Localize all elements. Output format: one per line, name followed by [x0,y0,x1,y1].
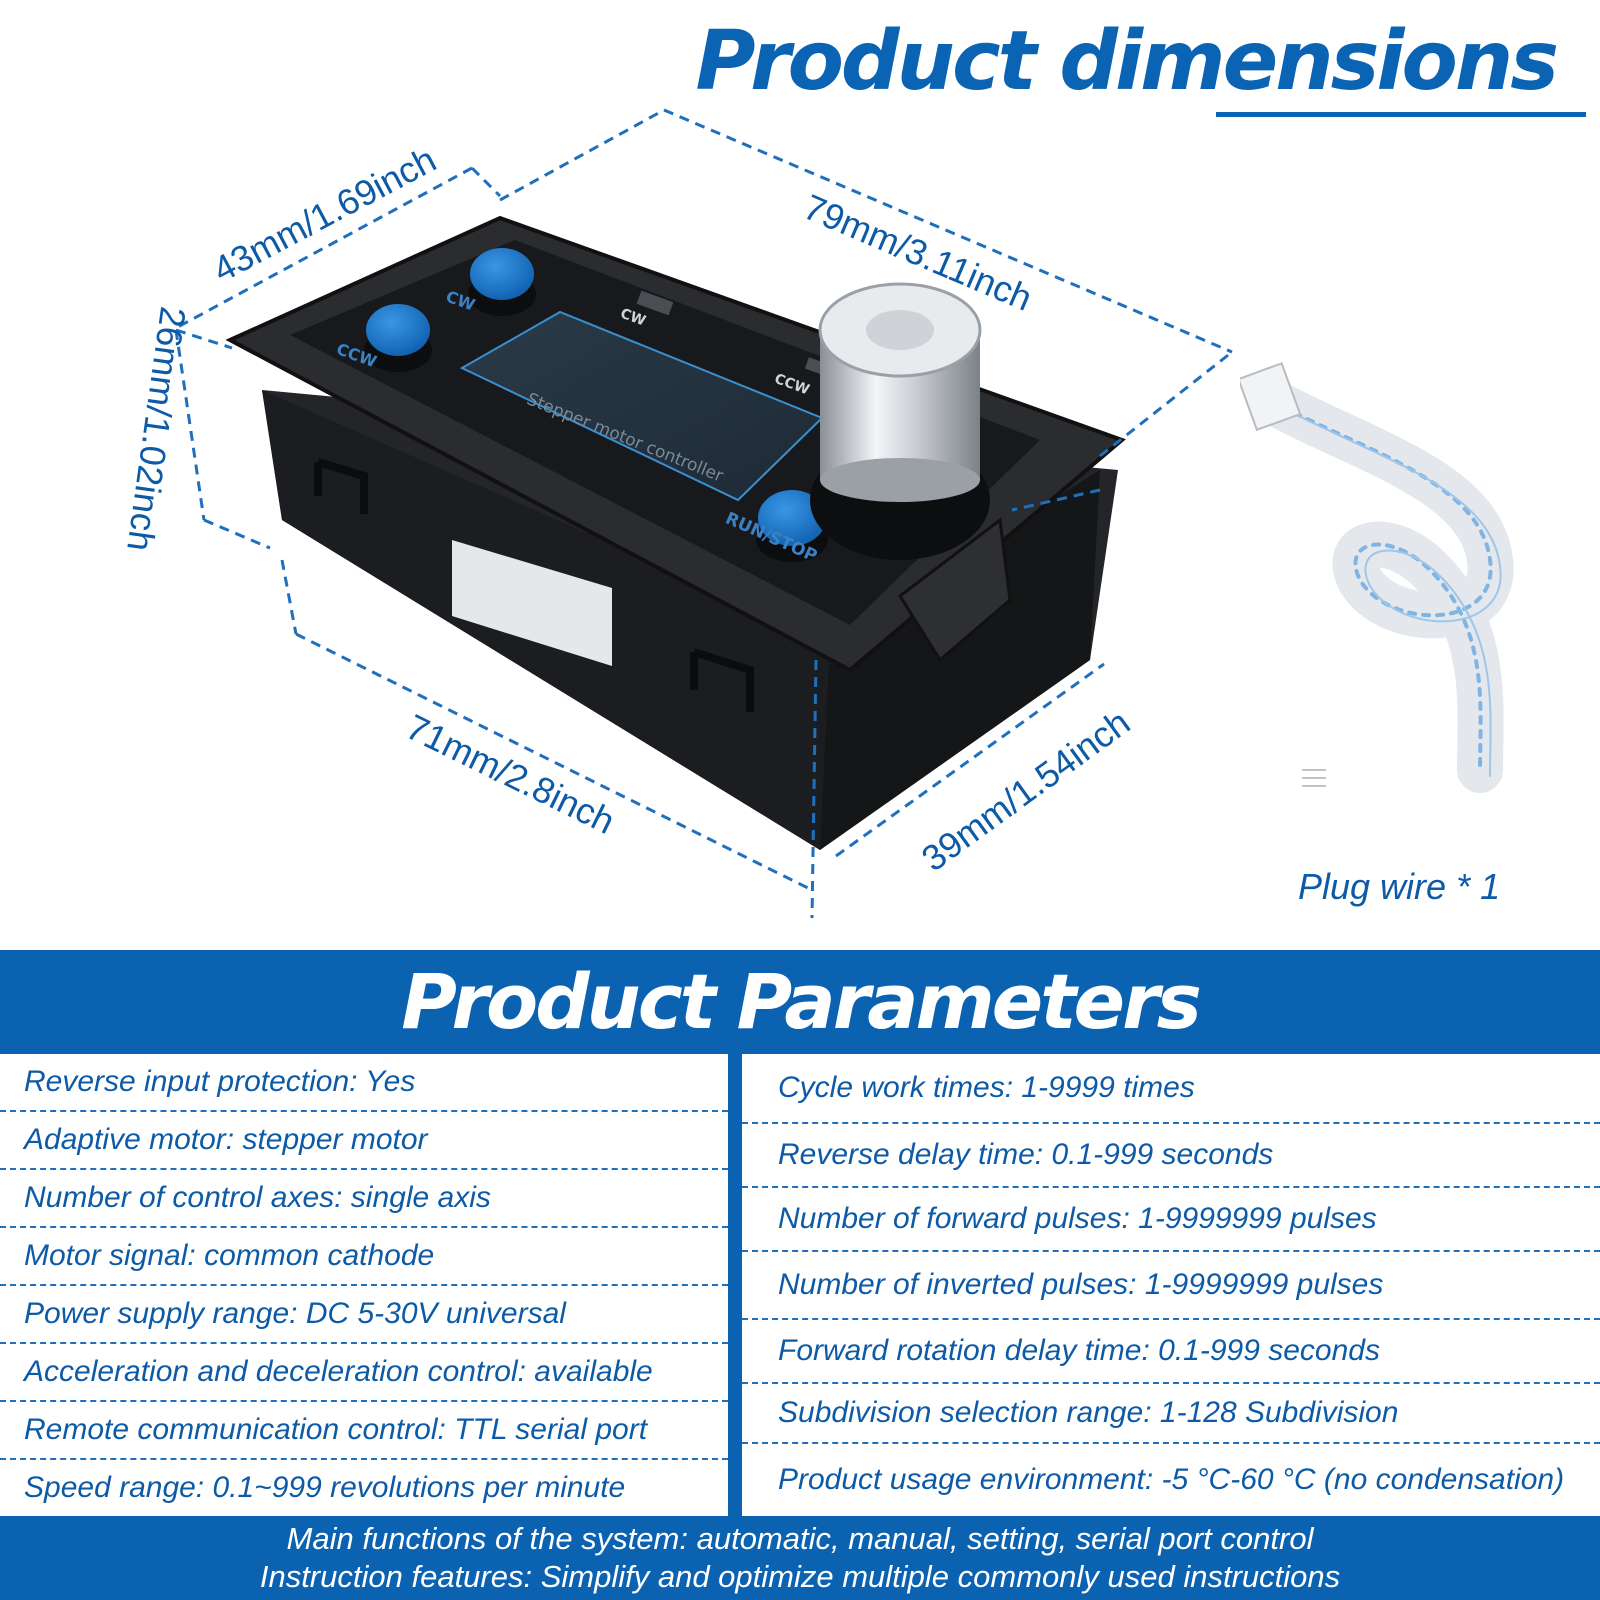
side-switch [898,517,1012,663]
parameter-row: Number of inverted pulses: 1-9999999 pul… [742,1252,1600,1320]
parameters-left-column: Reverse input protection: Yes Adaptive m… [0,1054,728,1516]
page-title: Product dimensions [695,14,1559,109]
parameters-right-column: Cycle work times: 1-9999 times Reverse d… [742,1054,1600,1516]
parameter-row: Reverse input protection: Yes [0,1054,728,1112]
parameter-row: Number of forward pulses: 1-9999999 puls… [742,1188,1600,1252]
column-divider [728,1054,742,1516]
parameter-row: Remote communication control: TTL serial… [0,1402,728,1460]
cw-button [468,248,536,316]
cw-led [636,290,674,316]
parameters-title: Product Parameters [401,957,1202,1046]
parameter-row: Reverse delay time: 0.1-999 seconds [742,1124,1600,1188]
parameter-row: Motor signal: common cathode [0,1228,728,1286]
parameter-row: Adaptive motor: stepper motor [0,1112,728,1170]
parameter-row: Number of control axes: single axis [0,1170,728,1228]
ccw-button [364,304,432,372]
dimension-lines [174,108,1233,919]
plug-wire-illustration [1240,362,1514,793]
footer-line-instruction-features: Instruction features: Simplify and optim… [259,1559,1341,1594]
product-figure: CCW CW CW CCW RUN/STOP Stepper motor con… [174,108,1233,919]
title-underline [1216,112,1586,117]
parameters-header: Product Parameters [0,950,1600,1054]
plug-wire-label: Plug wire * 1 [1298,866,1501,907]
footer-line-main-functions: Main functions of the system: automatic,… [286,1521,1314,1556]
footer-banner: Main functions of the system: automatic,… [0,1516,1600,1600]
parameter-row: Forward rotation delay time: 0.1-999 sec… [742,1320,1600,1384]
run-stop-button [756,490,828,562]
rotary-knob [810,282,990,560]
wire-connector [1240,362,1302,432]
parameter-row: Speed range: 0.1~999 revolutions per min… [24,1471,626,1504]
parameter-row: Acceleration and deceleration control: a… [0,1344,728,1402]
parameter-row: Product usage environment: -5 °C-60 °C (… [778,1463,1565,1496]
parameter-row: Cycle work times: 1-9999 times [742,1054,1600,1124]
parameter-row: Power supply range: DC 5-30V universal [0,1286,728,1344]
parameter-row: Subdivision selection range: 1-128 Subdi… [742,1384,1600,1444]
connector-slot [452,540,612,666]
mounting-clips [314,458,754,712]
